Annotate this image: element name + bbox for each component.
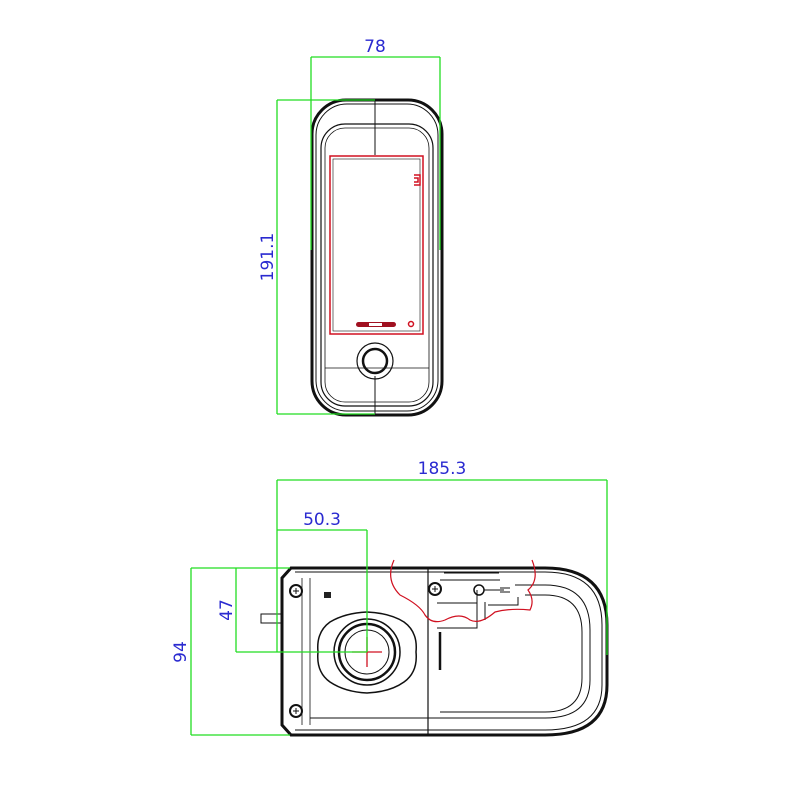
mechanism-cutaway: [390, 559, 536, 629]
touch-screen: [329, 155, 424, 335]
screw-icon: [428, 582, 442, 596]
width-label: 78: [364, 37, 386, 57]
knob-offset-label: 50.3: [303, 510, 341, 530]
front-view: 78 191.1: [258, 37, 444, 417]
fingerprint-button: [356, 342, 394, 380]
sensor-dot: [407, 320, 415, 328]
height-label: 191.1: [258, 233, 278, 282]
knob-height-dimension: 47: [217, 568, 367, 653]
front-height-dimension: 191.1: [258, 99, 375, 415]
front-width-dimension: 78: [310, 37, 441, 250]
length-dimension: 185.3: [276, 459, 608, 655]
front-device-outline: [310, 98, 444, 417]
knob-height-label: 47: [217, 599, 237, 621]
latch: [260, 613, 284, 624]
knob-offset-dimension: 50.3: [277, 510, 368, 652]
side-height-label: 94: [171, 641, 191, 663]
length-label: 185.3: [418, 459, 467, 479]
side-height-dimension: 94: [171, 567, 290, 736]
screw-icon: [289, 584, 303, 598]
screws: [289, 582, 442, 718]
screw-icon: [289, 704, 303, 718]
side-view: 185.3 50.3 94 47: [171, 459, 609, 737]
